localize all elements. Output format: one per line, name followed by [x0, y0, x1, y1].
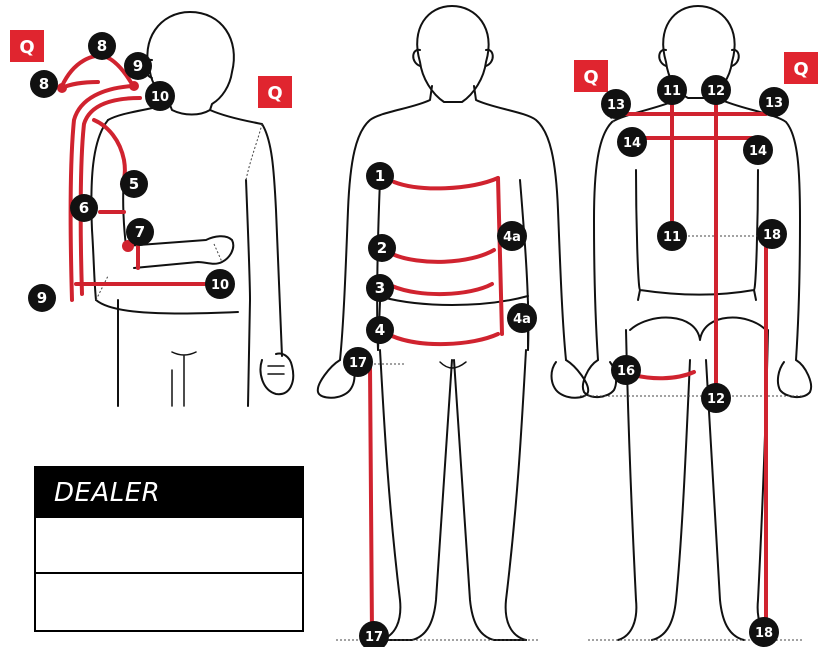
svg-text:1: 1 [375, 167, 385, 185]
svg-text:16: 16 [617, 364, 635, 379]
badge-side-6: 6 [70, 194, 98, 222]
svg-text:8: 8 [97, 37, 107, 55]
svg-text:18: 18 [763, 228, 781, 243]
q-marker-side-right: Q [258, 76, 292, 108]
badge-side-7: 7 [126, 218, 154, 246]
dealer-row-1[interactable] [36, 518, 302, 574]
svg-text:4a: 4a [503, 230, 521, 245]
badge-side-8a: 8 [88, 32, 116, 60]
badge-front-1: 1 [366, 162, 394, 190]
q-marker-side-left: Q [10, 30, 44, 62]
svg-text:4a: 4a [513, 312, 531, 327]
badge-back-16: 16 [611, 355, 641, 385]
badge-back-13-right: 13 [759, 87, 789, 117]
badge-back-14-left: 14 [617, 127, 647, 157]
badge-front-4a-upper: 4a [497, 221, 527, 251]
svg-text:14: 14 [623, 136, 641, 151]
badge-side-10a: 10 [145, 81, 175, 111]
badge-back-12-top: 12 [701, 75, 731, 105]
svg-text:17: 17 [365, 630, 383, 645]
svg-text:Q: Q [793, 59, 808, 80]
svg-text:6: 6 [79, 199, 89, 217]
q-marker-back-right: Q [784, 52, 818, 84]
badge-back-11-top: 11 [657, 75, 687, 105]
svg-text:12: 12 [707, 392, 725, 407]
badge-front-3: 3 [366, 274, 394, 302]
dealer-row-2[interactable] [36, 574, 302, 630]
svg-text:18: 18 [755, 626, 773, 641]
badge-side-10b: 10 [205, 269, 235, 299]
svg-text:17: 17 [349, 356, 367, 371]
svg-text:13: 13 [765, 96, 783, 111]
badge-side-9b: 9 [28, 284, 56, 312]
front-view-figure [318, 6, 588, 640]
badge-front-17-top: 17 [343, 347, 373, 377]
badge-side-5: 5 [120, 170, 148, 198]
svg-text:7: 7 [135, 223, 145, 241]
badge-front-17-bottom: 17 [359, 621, 389, 647]
badge-side-9a: 9 [124, 52, 152, 80]
badge-back-18-top: 18 [757, 219, 787, 249]
svg-text:Q: Q [267, 83, 282, 104]
svg-text:5: 5 [129, 175, 139, 193]
badge-back-18-bottom: 18 [749, 617, 779, 647]
dealer-box: DEALER [34, 466, 304, 632]
svg-text:14: 14 [749, 144, 767, 159]
svg-text:Q: Q [19, 37, 34, 58]
svg-text:12: 12 [707, 84, 725, 99]
badge-back-14-right: 14 [743, 135, 773, 165]
badge-front-4: 4 [366, 316, 394, 344]
svg-text:10: 10 [211, 278, 229, 293]
badge-back-12-bottom: 12 [701, 383, 731, 413]
badge-back-13-left: 13 [601, 89, 631, 119]
badge-front-4a-lower: 4a [507, 303, 537, 333]
svg-text:11: 11 [663, 230, 681, 245]
badge-front-2: 2 [368, 234, 396, 262]
svg-text:13: 13 [607, 98, 625, 113]
badge-back-11-bottom: 11 [657, 221, 687, 251]
svg-text:3: 3 [375, 279, 385, 297]
svg-text:9: 9 [133, 57, 143, 75]
svg-text:9: 9 [37, 289, 47, 307]
svg-text:Q: Q [583, 67, 598, 88]
svg-text:10: 10 [151, 90, 169, 105]
q-marker-back-left: Q [574, 60, 608, 92]
badge-side-8b: 8 [30, 70, 58, 98]
svg-text:8: 8 [39, 75, 49, 93]
svg-text:11: 11 [663, 84, 681, 99]
svg-text:4: 4 [375, 321, 385, 339]
dealer-title: DEALER [36, 468, 302, 518]
svg-text:2: 2 [377, 239, 387, 257]
